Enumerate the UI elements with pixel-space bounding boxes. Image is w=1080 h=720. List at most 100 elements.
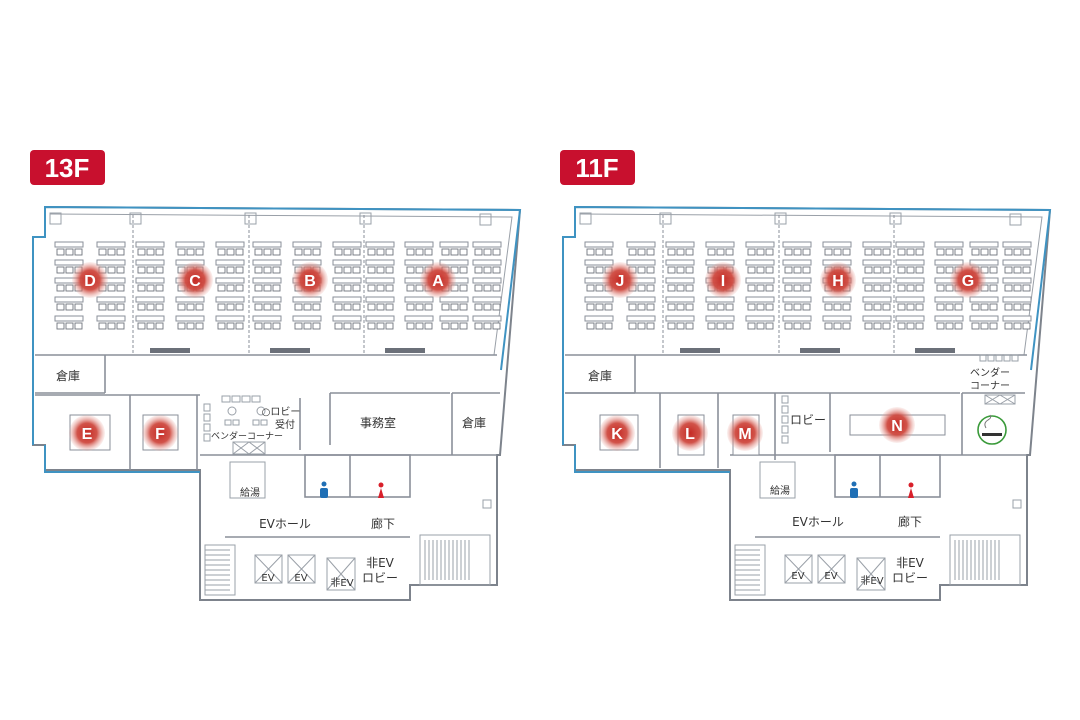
chair: [98, 322, 107, 330]
chair: [945, 266, 954, 274]
chair: [765, 284, 774, 292]
chair: [864, 284, 873, 292]
chair: [793, 303, 802, 311]
chair: [334, 266, 343, 274]
chair: [882, 284, 891, 292]
stairs: [949, 534, 1021, 586]
chair: [492, 303, 501, 311]
chair: [116, 322, 125, 330]
chair: [802, 322, 811, 330]
chair: [294, 248, 303, 256]
desk: [292, 315, 322, 322]
room-marker-e: E: [69, 415, 105, 451]
room-marker-label: E: [82, 426, 93, 443]
desk: [934, 241, 964, 248]
column: [774, 212, 787, 225]
chair: [272, 284, 281, 292]
male-restroom-icon: [321, 481, 327, 487]
chair: [936, 322, 945, 330]
desk: [135, 241, 165, 248]
desk: [782, 315, 812, 322]
chair: [667, 248, 676, 256]
chair: [74, 322, 83, 330]
chair: [56, 248, 65, 256]
chair: [628, 322, 637, 330]
chair: [137, 248, 146, 256]
room-marker-circle: [727, 415, 763, 451]
elevator-label: EV: [824, 571, 837, 582]
elevator: [287, 554, 316, 584]
room-office: 事務室: [360, 415, 396, 430]
desk: [862, 277, 892, 284]
chair: [1013, 303, 1022, 311]
chair: [637, 284, 646, 292]
room-marker-circle: [69, 415, 105, 451]
desk: [215, 315, 245, 322]
chair: [450, 303, 459, 311]
chair: [186, 303, 195, 311]
desk: [404, 241, 434, 248]
building-outline: [562, 205, 1052, 601]
desk: [584, 296, 614, 303]
chair: [107, 266, 116, 274]
chair: [294, 322, 303, 330]
elevator-label: EV: [294, 573, 307, 584]
chair: [824, 322, 833, 330]
chair: [936, 284, 945, 292]
room-ev-hall: EVホール: [259, 517, 311, 531]
chair: [263, 322, 272, 330]
emergency-elevator-label: 非EV: [330, 577, 353, 589]
room-lobby: ○ロビー: [262, 406, 301, 418]
chair: [272, 248, 281, 256]
chair: [604, 322, 613, 330]
desk: [54, 296, 84, 303]
chair: [474, 266, 483, 274]
elevator: [254, 554, 283, 584]
chair: [897, 303, 906, 311]
desk: [252, 296, 282, 303]
chair: [441, 303, 450, 311]
chair: [116, 284, 125, 292]
room-marker-circle: [177, 262, 213, 298]
male-restroom-icon: [851, 481, 857, 487]
floor-label: 13F: [45, 153, 90, 183]
chair: [263, 284, 272, 292]
desk: [135, 259, 165, 266]
chair: [385, 303, 394, 311]
chair: [716, 303, 725, 311]
desk: [365, 259, 395, 266]
chair: [897, 322, 906, 330]
chair: [385, 248, 394, 256]
chair: [137, 284, 146, 292]
chair: [1004, 284, 1013, 292]
chair: [343, 284, 352, 292]
room-marker-label: B: [304, 273, 316, 290]
room-marker-label: G: [962, 273, 974, 290]
room-marker-circle: [602, 262, 638, 298]
chair: [441, 248, 450, 256]
chair: [980, 303, 989, 311]
chair: [971, 322, 980, 330]
floor-11f: 11F 倉庫 ベンダー コーナー ロビー 給湯 EVホール 廊: [560, 150, 1052, 601]
chair: [685, 322, 694, 330]
elevator-cross: [784, 554, 813, 584]
chair: [177, 322, 186, 330]
chair: [406, 248, 415, 256]
chair: [254, 266, 263, 274]
desk: [782, 277, 812, 284]
chair: [873, 266, 882, 274]
chair: [793, 322, 802, 330]
chair: [897, 248, 906, 256]
chair: [1004, 248, 1013, 256]
desk: [54, 259, 84, 266]
chair: [352, 248, 361, 256]
floor-badge-13f: [30, 150, 105, 185]
chair: [226, 322, 235, 330]
chair: [628, 248, 637, 256]
chair: [107, 248, 116, 256]
chair: [989, 322, 998, 330]
desk: [745, 296, 775, 303]
chair: [980, 248, 989, 256]
chair: [954, 248, 963, 256]
desk: [1002, 241, 1032, 248]
